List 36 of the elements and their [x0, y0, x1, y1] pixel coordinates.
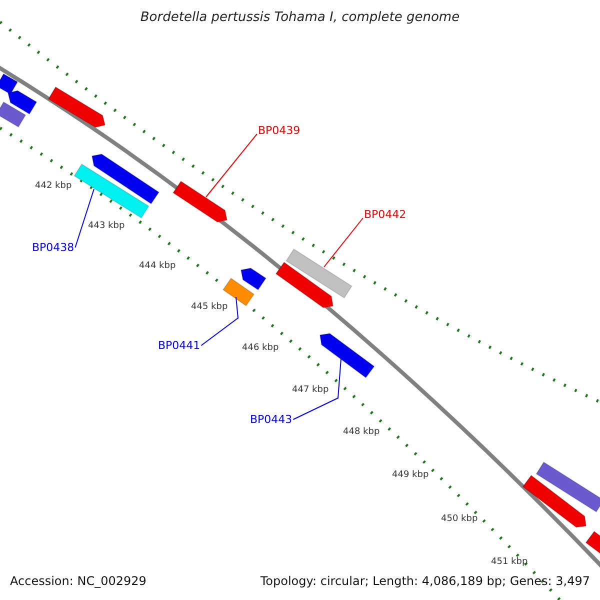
gene-feature: [91, 154, 160, 204]
leader-line: [200, 296, 239, 346]
scale-label: 447 kbp: [292, 386, 329, 395]
gene-feature: [522, 474, 587, 528]
gene-label: BP0441: [158, 340, 200, 351]
title: Bordetella pertussis Tohama I, complete genome: [139, 11, 461, 24]
scale-label: 444 kbp: [139, 262, 176, 271]
gene-feature: [0, 101, 26, 128]
accession-text: Accession: NC_002929: [10, 575, 146, 587]
gene-feature: [0, 73, 18, 95]
scale-label: 448 kbp: [343, 428, 380, 437]
gene-label: BP0438: [32, 242, 74, 253]
gene-feature: [7, 90, 38, 115]
leader-line: [74, 188, 94, 248]
gene-feature: [240, 268, 267, 290]
genome-summary-text: Topology: circular; Length: 4,086,189 bp; Genes: 3,497: [260, 575, 590, 587]
scale-label: 442 kbp: [35, 182, 72, 191]
gene-feature: [74, 163, 150, 219]
scale-label: 446 kbp: [242, 344, 279, 353]
leader-line: [206, 134, 258, 198]
scale-label: 450 kbp: [441, 515, 478, 524]
gene-feature: [536, 461, 600, 513]
scale-label: 443 kbp: [88, 222, 125, 231]
gene-feature: [286, 248, 352, 299]
gene-label: BP0439: [258, 125, 300, 136]
gene-label: BP0442: [364, 209, 406, 220]
scale-label: 445 kbp: [191, 303, 228, 312]
gene-feature: [275, 262, 334, 308]
gene-feature: [319, 332, 375, 378]
leader-line: [324, 218, 364, 268]
gene-feature: [172, 180, 228, 223]
leader-line: [292, 358, 342, 420]
gene-feature: [48, 86, 106, 128]
scale-label: 451 kbp: [491, 558, 528, 567]
scale-label: 449 kbp: [392, 471, 429, 480]
gene-label: BP0443: [250, 414, 292, 425]
